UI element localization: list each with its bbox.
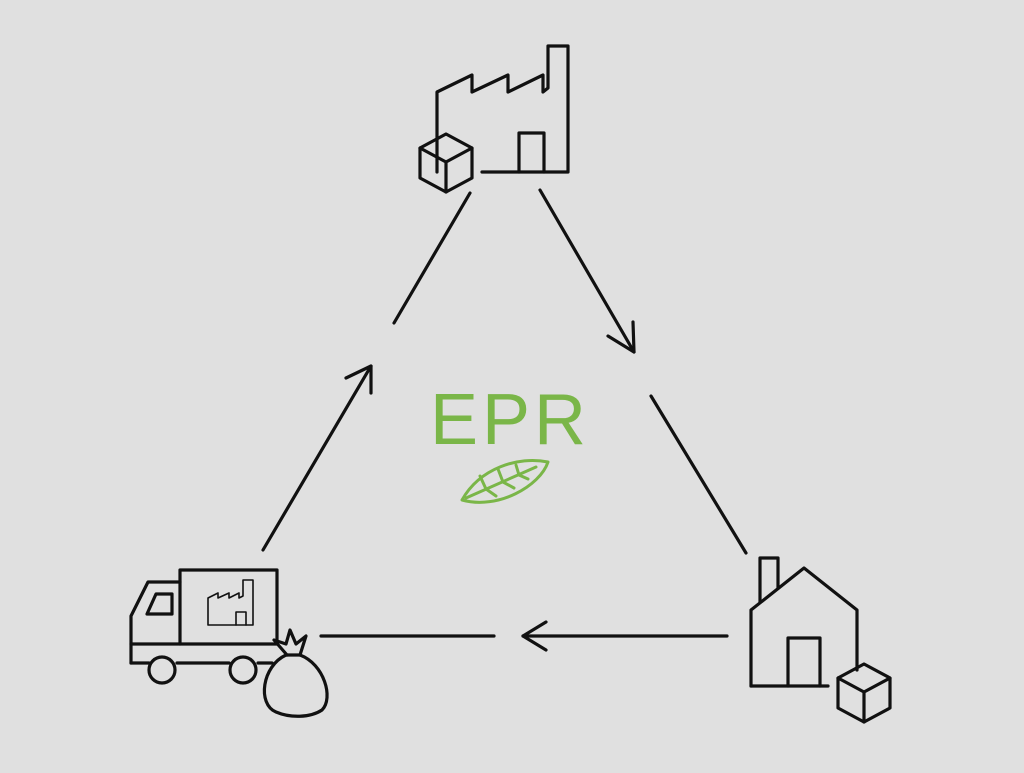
box-icon	[836, 662, 892, 724]
flow-line-left	[392, 191, 472, 325]
epr-label: EPR	[429, 380, 591, 460]
truck-icon	[129, 568, 279, 685]
factory-decal-icon	[207, 579, 254, 626]
arrow-up-right-icon	[261, 364, 373, 552]
arrow-down-right-icon	[538, 188, 636, 354]
arrow-left-icon	[521, 620, 729, 652]
house-icon	[749, 556, 859, 688]
flow-line-right	[649, 394, 748, 555]
box-icon	[418, 132, 474, 194]
factory-icon	[435, 44, 570, 174]
leaf-icon	[460, 459, 550, 504]
garbage-bag-icon	[262, 628, 329, 718]
